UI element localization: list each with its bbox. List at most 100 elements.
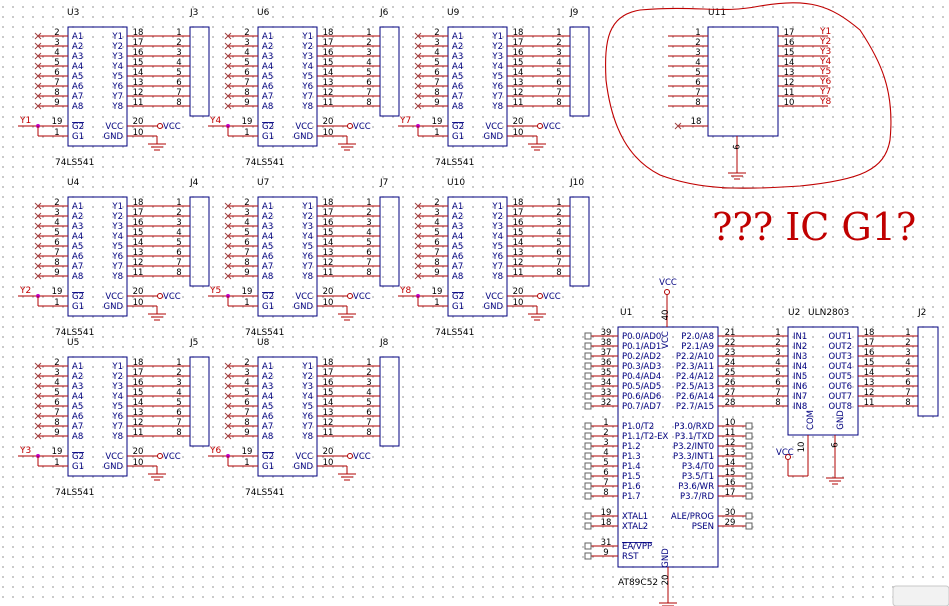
pin-name: Y3: [491, 52, 503, 62]
pin-name: A7: [72, 422, 83, 432]
pin-number: 9: [434, 98, 439, 108]
pin-name: OUT5: [828, 372, 852, 382]
connector-pin-number: 1: [905, 328, 910, 338]
pin-number: 12: [133, 418, 144, 428]
pin-name: A3: [262, 222, 273, 232]
pin-number: 4: [775, 358, 780, 368]
pin-number: 9: [244, 428, 249, 438]
pin-number: 2: [434, 198, 439, 208]
pin-number: 1: [54, 298, 59, 308]
net-label: Y1: [819, 27, 831, 37]
pin-number: 16: [784, 38, 795, 48]
pin-name-g1: G1: [452, 302, 464, 312]
pin-number: 6: [244, 238, 249, 248]
pin-number: 3: [54, 38, 59, 48]
pin-name: A8: [72, 102, 83, 112]
pin-name-rst: RST: [622, 552, 639, 562]
pin-number: 2: [244, 358, 249, 368]
pin-number: 1: [434, 298, 439, 308]
net-label: Y8: [399, 286, 411, 296]
pin-name-p06ad6: P0.6/AD6: [622, 392, 661, 402]
pin-number: 5: [695, 68, 700, 78]
component-ref: U11: [708, 8, 726, 18]
pin-name-xtal2: XTAL2: [622, 522, 648, 532]
ic-body-u11[interactable]: [707, 26, 779, 137]
connector-j10[interactable]: [569, 196, 590, 287]
connector-pin-number: 4: [556, 228, 561, 238]
pin-number: 3: [54, 208, 59, 218]
pin-name-p30rxd: P3.0/RXD: [674, 422, 714, 432]
pin-name-p36wr: P3.6/WR: [678, 482, 714, 492]
pin-number: 14: [323, 398, 334, 408]
port-square-icon: [584, 542, 592, 550]
part-name: 74LS541: [245, 488, 284, 498]
port-square-icon: [745, 442, 753, 450]
pin-name: Y6: [111, 252, 123, 262]
pin-name: IN5: [793, 372, 807, 382]
connector-j4[interactable]: [189, 196, 210, 287]
pin-name: Y1: [111, 32, 123, 42]
pin-name: Y3: [111, 222, 123, 232]
pin-name-p32int0: P3.2/INT0: [673, 442, 714, 452]
pin-name: Y8: [301, 102, 313, 112]
pin-number: 3: [603, 438, 608, 448]
pin-number: 13: [725, 448, 736, 458]
port-square-icon: [584, 452, 592, 460]
pin-number: 27: [725, 388, 736, 398]
pin-name-gnd: GND: [836, 410, 846, 430]
pin-name: A1: [262, 202, 273, 212]
pin-number: 5: [54, 228, 59, 238]
pin-number: 28: [725, 398, 736, 408]
pin-number: 5: [434, 58, 439, 68]
port-square-icon: [584, 442, 592, 450]
pin-name-vcc: VCC: [105, 292, 123, 302]
pin-name: Y7: [111, 422, 123, 432]
part-name: 74LS541: [245, 158, 284, 168]
connector-j6[interactable]: [379, 26, 400, 117]
connector-j2[interactable]: [917, 326, 939, 417]
pin-number: 12: [513, 258, 524, 268]
pin-number: 2: [54, 358, 59, 368]
pin-number: 15: [323, 228, 334, 238]
vcc-label: VCC: [776, 448, 794, 458]
connector-pin-number: 2: [905, 338, 910, 348]
pan-widget[interactable]: [892, 585, 949, 606]
connector-j7[interactable]: [379, 196, 400, 287]
vcc-port-icon: [157, 453, 163, 459]
pin-name: A8: [262, 272, 273, 282]
pin-name: Y6: [491, 252, 503, 262]
connector-ref: J6: [379, 8, 389, 18]
pin-number: 16: [864, 348, 875, 358]
pin-number: 17: [513, 208, 524, 218]
no-connect-icon: [224, 402, 232, 410]
pin-number: 2: [603, 428, 608, 438]
pin-number: 17: [784, 28, 795, 38]
connector-j9[interactable]: [569, 26, 590, 117]
pin-number: 3: [775, 348, 780, 358]
connector-j3[interactable]: [189, 26, 210, 117]
pin-name: A6: [452, 82, 463, 92]
pin-number: 2: [775, 338, 780, 348]
pin-number: 19: [242, 117, 253, 127]
ic-body-u2[interactable]: [787, 326, 859, 436]
connector-pin-number: 8: [176, 268, 181, 278]
pin-name: A4: [72, 392, 83, 402]
connector-j8[interactable]: [379, 356, 400, 447]
pin-number: 11: [513, 98, 524, 108]
pin-name-p21a9: P2.1/A9: [681, 342, 714, 352]
pin-number: 8: [434, 88, 439, 98]
pin-name-vcc: VCC: [485, 292, 503, 302]
no-connect-icon: [34, 422, 42, 430]
no-connect-icon: [34, 232, 42, 240]
part-name: 74LS541: [55, 488, 94, 498]
pin-name: Y1: [301, 32, 313, 42]
pin-name: Y5: [111, 72, 123, 82]
pin-number: 20: [323, 447, 334, 457]
pin-name: OUT8: [828, 402, 852, 412]
pin-name-p31txd: P3.1/TXD: [675, 432, 715, 442]
pin-number: 32: [601, 398, 612, 408]
pin-name: Y6: [301, 412, 313, 422]
connector-j5[interactable]: [189, 356, 210, 447]
pin-number: 19: [432, 117, 443, 127]
